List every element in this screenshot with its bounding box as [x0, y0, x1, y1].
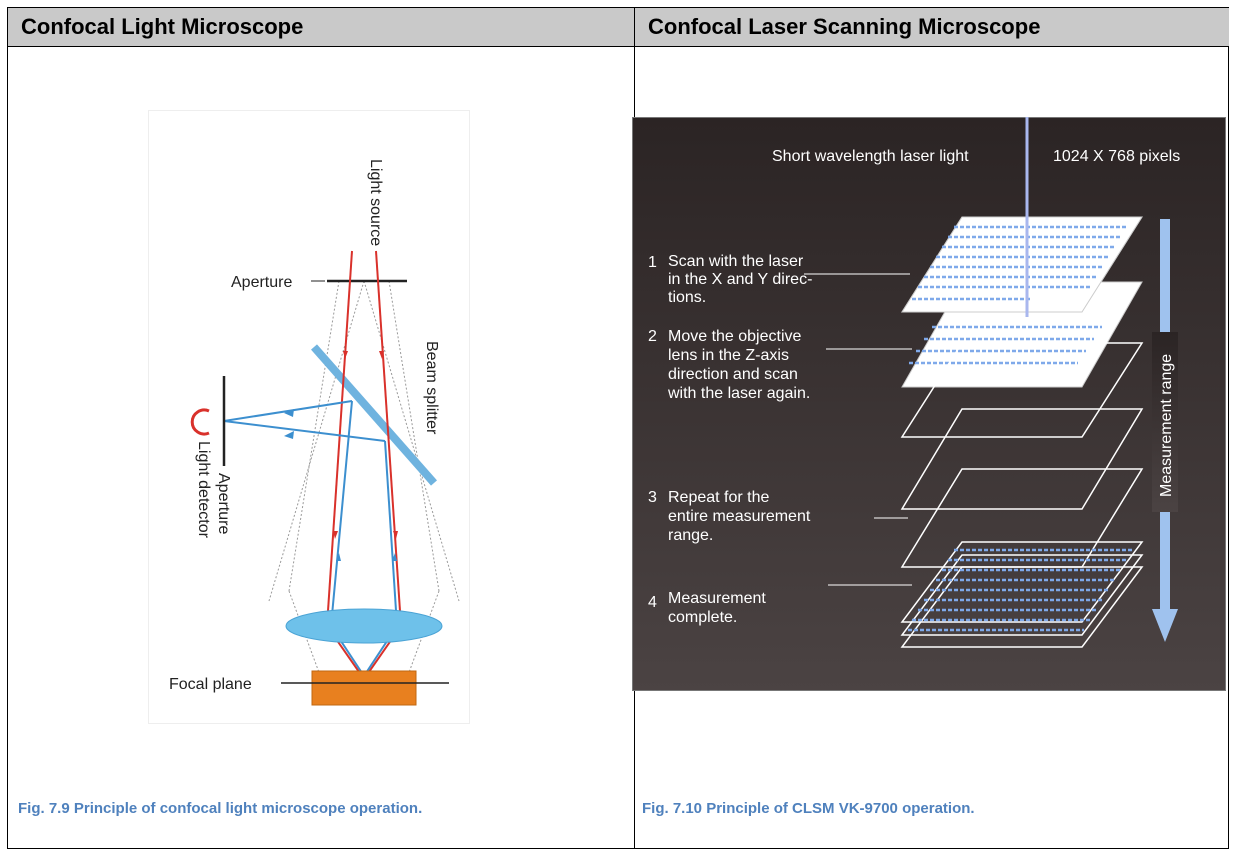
- step-2-line-4: with the laser again.: [667, 385, 810, 402]
- step-4-line-2: complete.: [668, 609, 737, 626]
- step-2-number: 2: [648, 328, 657, 345]
- step-3-line-1: Repeat for the: [668, 489, 770, 506]
- outline-plane-a: [900, 342, 1144, 438]
- measurement-arrow-head: [1152, 609, 1178, 642]
- clsm-diagram-svg: Short wavelength laser light 1024 X 768 …: [631, 116, 1227, 692]
- clsm-diagram: Short wavelength laser light 1024 X 768 …: [631, 116, 1227, 692]
- step-3-line-2: entire measurement: [668, 508, 811, 525]
- step-1-number: 1: [648, 254, 657, 271]
- step-4-number: 4: [648, 594, 657, 611]
- confocal-diagram-svg: Light source Aperture Beam splitter: [169, 159, 460, 706]
- laser-label: Short wavelength laser light: [772, 148, 969, 165]
- step-1: 1 Scan with the laser in the X and Y dir…: [648, 253, 812, 306]
- beam-splitter-label: Beam splitter: [423, 341, 440, 435]
- aperture-side-label: Aperture: [215, 473, 232, 534]
- step-4: 4 Measurement complete.: [648, 590, 766, 626]
- figure-caption-left: Fig. 7.9 Principle of confocal light mic…: [18, 800, 423, 817]
- outline-plane-b: [900, 408, 1144, 510]
- header-title-right: Confocal Laser Scanning Microscope: [648, 14, 1041, 39]
- aperture-top-label: Aperture: [231, 274, 292, 291]
- measurement-range-label: Measurement range: [1158, 354, 1175, 497]
- row-divider: [8, 46, 1228, 47]
- step-2: 2 Move the objective lens in the Z-axis …: [648, 328, 810, 402]
- sample-block: [311, 670, 417, 706]
- step-2-line-3: direction and scan: [668, 366, 798, 383]
- figure-caption-right: Fig. 7.10 Principle of CLSM VK-9700 oper…: [642, 800, 975, 817]
- light-source-label: Light source: [367, 159, 384, 246]
- step-2-line-2: lens in the Z-axis: [668, 347, 789, 364]
- header-cell-left: Confocal Light Microscope: [8, 8, 634, 46]
- measurement-arrow-shaft: [1160, 509, 1170, 609]
- step-3: 3 Repeat for the entire measurement rang…: [648, 489, 811, 544]
- header-title-left: Confocal Light Microscope: [21, 14, 304, 39]
- scan-lines-2: [909, 325, 1102, 365]
- step-1-line-3: tions.: [668, 289, 706, 306]
- header-cell-right: Confocal Laser Scanning Microscope: [635, 8, 1229, 46]
- objective-lens: [285, 608, 443, 644]
- panel-background: [631, 116, 1227, 692]
- light-detector: [190, 408, 210, 436]
- step-1-line-2: in the X and Y direc-: [668, 271, 812, 288]
- red-arrowheads: [333, 351, 398, 539]
- scan-lines-complete: [908, 548, 1132, 632]
- dotted-cone: [268, 280, 460, 687]
- light-detector-label: Light detector: [195, 441, 212, 539]
- step-3-number: 3: [648, 489, 657, 506]
- step-1-line-1: Scan with the laser: [668, 253, 804, 270]
- measurement-label-bg: [1152, 332, 1178, 512]
- complete-plane-a: [900, 541, 1144, 623]
- complete-plane-b: [900, 554, 1144, 636]
- leader-lines: [804, 273, 912, 586]
- step-2-line-1: Move the objective: [668, 328, 802, 345]
- focal-plane-label: Focal plane: [169, 676, 252, 693]
- step-4-line-1: Measurement: [668, 590, 766, 607]
- step-3-line-3: range.: [668, 527, 713, 544]
- confocal-diagram: Light source Aperture Beam splitter: [148, 110, 470, 724]
- beam-splitter: [311, 344, 437, 486]
- blue-arrowheads: [284, 409, 397, 561]
- pixels-label: 1024 X 768 pixels: [1053, 148, 1180, 165]
